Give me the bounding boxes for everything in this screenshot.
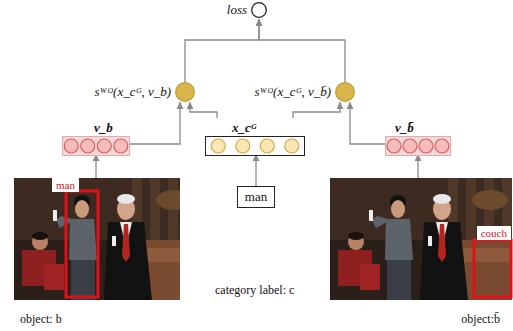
bounding-box — [474, 240, 511, 297]
node-circle — [175, 82, 195, 102]
vector-cell — [81, 139, 95, 153]
node-circle — [251, 2, 267, 18]
math-label: sᵂᴼ(x_cᴳ, v_b) — [94, 84, 171, 100]
circle — [176, 83, 195, 102]
vector-cell — [435, 139, 449, 153]
circle — [336, 83, 355, 102]
score-node: sᵂᴼ(x_cᴳ, v_b̄) — [254, 82, 355, 102]
photo-left — [14, 178, 180, 300]
vector-box — [62, 136, 130, 156]
connector — [255, 154, 256, 186]
object-tag-text: couch — [481, 226, 507, 240]
connector — [350, 102, 385, 144]
vector-cell — [260, 139, 274, 153]
annotation: category label: c — [215, 283, 294, 298]
vector-box — [385, 136, 451, 156]
vector-cells — [386, 137, 450, 155]
connector — [130, 102, 180, 144]
vector-cell — [403, 139, 417, 153]
vector-cell — [97, 139, 111, 153]
scene — [330, 178, 512, 300]
object-vector: v_b — [62, 118, 130, 154]
photo-frame: object:b̄ couch — [330, 178, 512, 326]
vector-cell — [387, 139, 401, 153]
vector-label: v_b — [94, 120, 113, 136]
math-label: sᵂᴼ(x_cᴳ, v_b̄) — [254, 84, 331, 100]
vector-cells — [63, 137, 129, 155]
vector-cell — [236, 139, 250, 153]
vector-label: x_cᴳ — [232, 120, 256, 136]
scene — [14, 178, 180, 300]
vector-cell — [64, 139, 78, 153]
math-label: loss — [227, 2, 247, 18]
object-vector: v_b̄ — [385, 118, 451, 154]
connector — [190, 102, 217, 118]
circle — [252, 3, 267, 18]
connector — [417, 154, 418, 178]
category-vector: x_cᴳ — [205, 118, 305, 154]
connector — [95, 154, 96, 178]
connector — [185, 19, 259, 82]
connector — [293, 102, 340, 118]
object-tag: man — [52, 178, 79, 192]
vector-cell — [114, 139, 128, 153]
word-text: man — [243, 187, 269, 207]
vector-cell — [285, 139, 299, 153]
loss-node: loss — [227, 1, 267, 19]
bounding-box — [66, 191, 98, 297]
vector-box — [205, 136, 305, 156]
photo-frame: object: b man — [14, 178, 180, 326]
word-box: man — [237, 186, 275, 208]
connector — [259, 19, 345, 82]
object-tag: couch — [477, 226, 511, 240]
vector-cell — [211, 139, 225, 153]
vector-cells — [206, 137, 304, 155]
node-circle — [335, 82, 355, 102]
object-caption: object:b̄ — [461, 312, 500, 326]
photo-right — [330, 178, 512, 300]
vector-cell — [419, 139, 433, 153]
score-node: sᵂᴼ(x_cᴳ, v_b) — [94, 82, 195, 102]
object-tag-text: man — [56, 178, 75, 192]
object-caption: object: b — [20, 312, 62, 326]
vector-label: v_b̄ — [395, 120, 414, 136]
